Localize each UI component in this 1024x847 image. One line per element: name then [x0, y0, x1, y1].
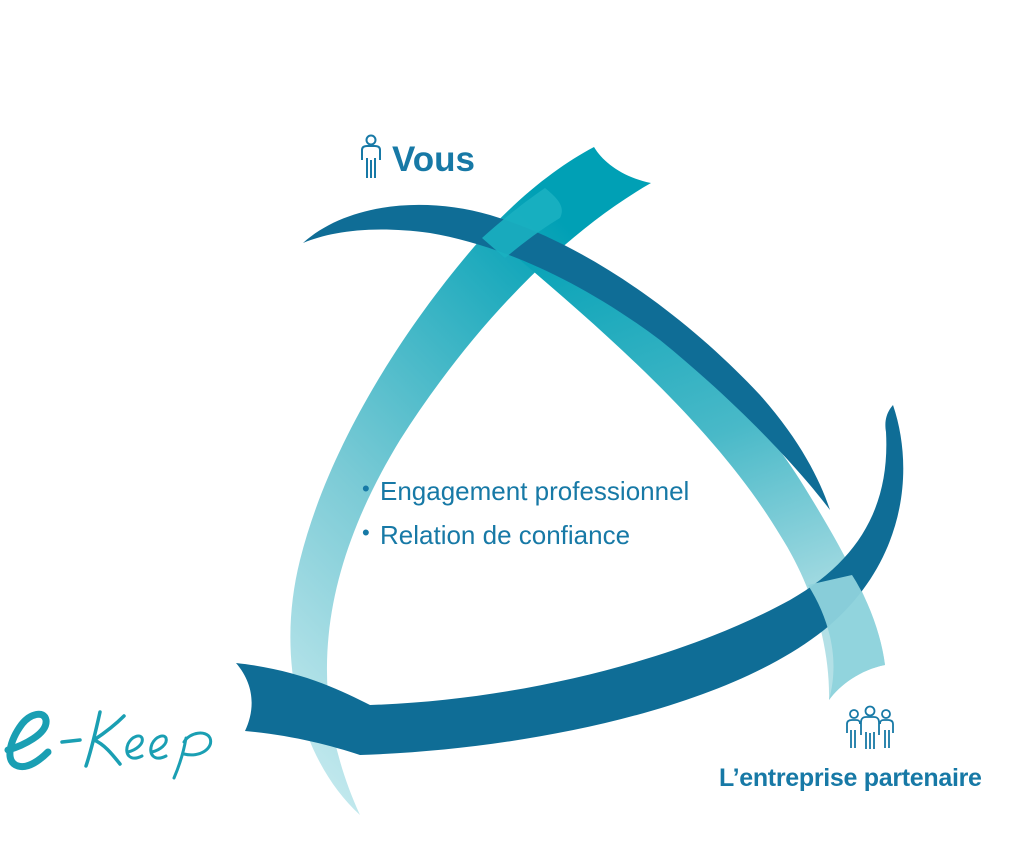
left-ribbon [290, 147, 651, 815]
list-item: • Relation de confiance [362, 514, 689, 558]
party-company-label: L’entreprise partenaire [719, 764, 982, 792]
right-ribbon-tail [808, 575, 885, 700]
e-keep-logo [4, 710, 213, 780]
bullet-icon: • [362, 520, 370, 545]
list-item-text: Relation de confiance [380, 520, 631, 550]
person-icon [361, 134, 381, 178]
party-you-label: Vous [392, 140, 475, 179]
list-item: • Engagement professionnel [362, 470, 689, 514]
bullet-icon: • [362, 476, 370, 501]
bottom-arc [236, 405, 904, 755]
list-item-text: Engagement professionnel [380, 476, 690, 506]
center-list: • Engagement professionnel • Relation de c… [362, 470, 689, 558]
top-arc [303, 204, 830, 510]
group-icon [846, 705, 894, 749]
left-ribbon-overlap [482, 188, 562, 258]
